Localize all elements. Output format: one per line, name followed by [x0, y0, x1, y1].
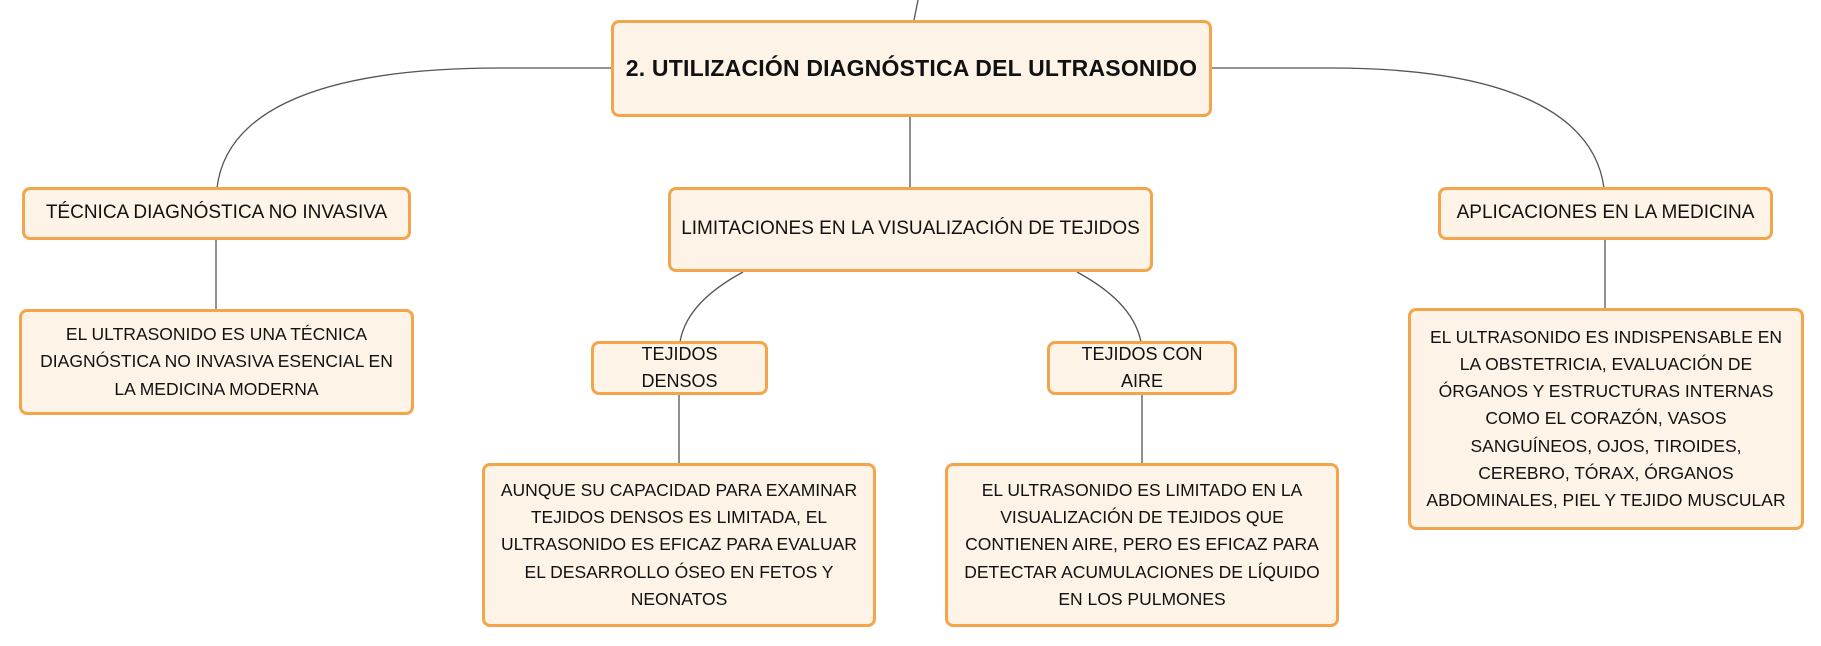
connector-root-to-aplicaciones	[1212, 67, 1605, 189]
node-aplicaciones-detail[interactable]: EL ULTRASONIDO ES INDISPENSABLE EN LA OB…	[1408, 308, 1804, 530]
node-aplicaciones[interactable]: APLICACIONES EN LA MEDICINA	[1438, 187, 1773, 240]
node-tejidos-con-aire-detail[interactable]: EL ULTRASONIDO ES LIMITADO EN LA VISUALI…	[945, 463, 1339, 627]
connector-limitaciones-to-aire	[1076, 271, 1142, 343]
node-limitaciones[interactable]: LIMITACIONES EN LA VISUALIZACIÓN DE TEJI…	[668, 187, 1153, 272]
connector-root-to-tecnica	[216, 67, 611, 189]
node-tecnica-diagnostica[interactable]: TÉCNICA DIAGNÓSTICA NO INVASIVA	[22, 187, 411, 240]
node-tejidos-con-aire-detail-text: EL ULTRASONIDO ES LIMITADO EN LA VISUALI…	[964, 480, 1320, 609]
node-tecnica-detail-text: EL ULTRASONIDO ES UNA TÉCNICA DIAGNÓSTIC…	[40, 324, 393, 399]
node-tejidos-densos-label: TEJIDOS DENSOS	[641, 344, 718, 391]
root-node[interactable]: 2. UTILIZACIÓN DIAGNÓSTICA DEL ULTRASONI…	[611, 20, 1212, 117]
node-tejidos-densos-detail[interactable]: AUNQUE SU CAPACIDAD PARA EXAMINAR TEJIDO…	[482, 463, 876, 627]
node-tejidos-densos[interactable]: TEJIDOS DENSOS	[591, 341, 768, 395]
connector-limitaciones-to-densos	[679, 271, 744, 343]
connector-parent-to-root	[913, 0, 919, 21]
node-limitaciones-label: LIMITACIONES EN LA VISUALIZACIÓN DE TEJI…	[681, 218, 1140, 240]
root-node-label: 2. UTILIZACIÓN DIAGNÓSTICA DEL ULTRASONI…	[625, 55, 1198, 82]
node-tejidos-densos-detail-text: AUNQUE SU CAPACIDAD PARA EXAMINAR TEJIDO…	[500, 480, 858, 609]
node-tecnica-label: TÉCNICA DIAGNÓSTICA NO INVASIVA	[45, 202, 388, 224]
node-aplicaciones-detail-text: EL ULTRASONIDO ES INDISPENSABLE EN LA OB…	[1426, 327, 1786, 510]
node-tejidos-con-aire-label: TEJIDOS CON AIRE	[1081, 344, 1203, 391]
node-tecnica-detail[interactable]: EL ULTRASONIDO ES UNA TÉCNICA DIAGNÓSTIC…	[19, 309, 414, 415]
node-aplicaciones-label: APLICACIONES EN LA MEDICINA	[1456, 202, 1755, 224]
node-tejidos-con-aire[interactable]: TEJIDOS CON AIRE	[1047, 341, 1237, 395]
